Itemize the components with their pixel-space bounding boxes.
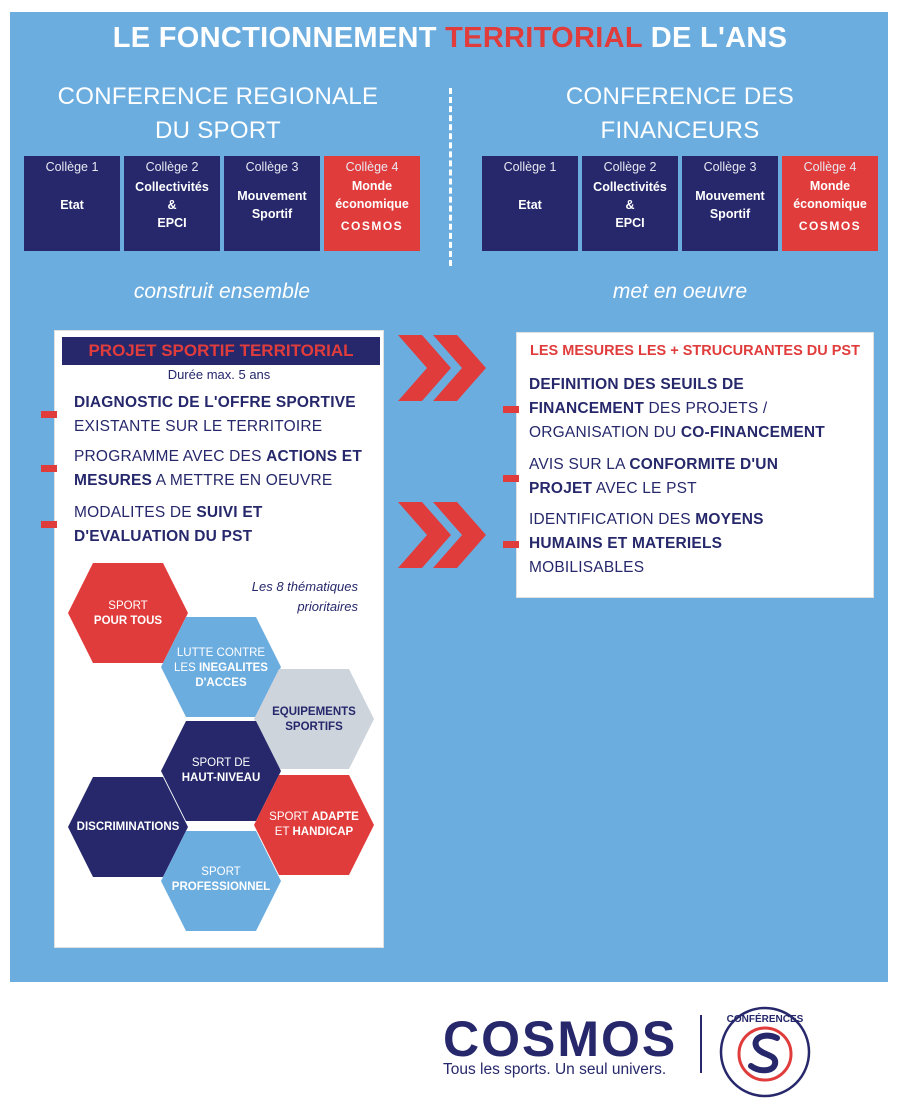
page-title: LE FONCTIONNEMENT TERRITORIAL DE L'ANS bbox=[112, 22, 788, 54]
conference-financeurs-title: CONFERENCE DES FINANCEURS bbox=[565, 83, 795, 144]
mesures-item-1: DEFINITION DES SEUILS DE FINANCEMENT DES… bbox=[529, 376, 825, 441]
cosmos-slogan: Tous les sports. Un seul univers. bbox=[443, 1061, 667, 1078]
bullet-marker bbox=[503, 406, 519, 413]
bullet-marker bbox=[503, 475, 519, 482]
cosmos-mini-logo: COSMOS bbox=[798, 219, 862, 233]
cosmos-logo: COSMOS bbox=[443, 1011, 678, 1067]
pst-title: PROJET SPORTIF TERRITORIAL bbox=[62, 337, 380, 365]
svg-text:CONFÉRENCES: CONFÉRENCES bbox=[727, 1012, 804, 1025]
hex-label-haut-niveau: SPORT DE HAUT-NIVEAU bbox=[181, 757, 261, 784]
hex-label-inegalites: LUTTE CONTRE LES INEGALITES D'ACCES bbox=[174, 647, 268, 689]
cosmos-mini-logo: COSMOS bbox=[340, 219, 404, 233]
hex-label-discriminations: DISCRIMINATIONS bbox=[76, 821, 180, 833]
hex-discriminations bbox=[68, 777, 188, 877]
bullet-marker bbox=[41, 521, 57, 528]
hex-sport-adapte bbox=[254, 775, 374, 875]
conference-regionale-title: CONFERENCE REGIONALE DU SPORT bbox=[57, 83, 379, 144]
bullet-marker bbox=[41, 411, 57, 418]
pst-item-3: MODALITES DE SUIVI ET D'EVALUATION DU PS… bbox=[74, 504, 263, 545]
pst-subtitle: Durée max. 5 ans bbox=[167, 367, 271, 382]
mesures-item-3: IDENTIFICATION DES MOYENS HUMAINS ET MAT… bbox=[529, 511, 764, 576]
phrase-met-en-oeuvre: met en oeuvre bbox=[612, 280, 748, 303]
hex-inegalites bbox=[161, 617, 281, 717]
themes-note: Les 8 thématiques prioritaires bbox=[251, 579, 358, 614]
section-divider bbox=[449, 88, 452, 266]
chevron-arrows-icon bbox=[398, 335, 486, 401]
footer-separator bbox=[700, 1015, 702, 1073]
hex-label-equipements: EQUIPEMENTS SPORTIFS bbox=[272, 706, 356, 733]
bullet-marker bbox=[41, 465, 57, 472]
themes-hexagons bbox=[68, 563, 374, 931]
mesures-item-2: AVIS SUR LA CONFORMITE D'UN PROJET AVEC … bbox=[529, 456, 779, 497]
chevron-arrows-icon bbox=[398, 502, 486, 568]
pst-item-2: PROGRAMME AVEC DES ACTIONS ET MESURES A … bbox=[74, 448, 363, 489]
phrase-construit: construit ensemble bbox=[133, 280, 311, 303]
pst-box: PROJET SPORTIF TERRITORIAL Durée max. 5 … bbox=[41, 330, 384, 948]
hex-haut-niveau bbox=[161, 721, 281, 821]
bullet-marker bbox=[503, 541, 519, 548]
conferences-seal-icon: CONFÉRENCES bbox=[719, 1006, 811, 1098]
hex-sport-pour-tous bbox=[68, 563, 188, 663]
mesures-box: LES MESURES LES + STRUCURANTES DU PST DE… bbox=[503, 332, 874, 598]
hex-equipements bbox=[254, 669, 374, 769]
mesures-title: LES MESURES LES + STRUCURANTES DU PST bbox=[530, 343, 860, 359]
hex-professionnel bbox=[161, 831, 281, 931]
